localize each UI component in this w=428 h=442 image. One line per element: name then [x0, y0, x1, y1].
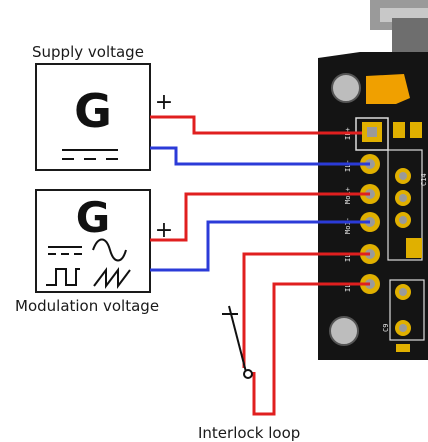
silkscreen-header-box [387, 149, 423, 261]
header-pin-1-hole [399, 172, 407, 180]
modulation-generator: G + [35, 189, 173, 293]
pin-label-4: Mo1- [344, 217, 352, 234]
pin-square-center [367, 127, 377, 137]
header-pin-5-hole [399, 324, 407, 332]
supply-negative-wire [150, 146, 370, 166]
mounting-hole-bottom [329, 316, 359, 346]
header-pin-3-hole [399, 216, 407, 224]
sawtooth-wave-icon [93, 267, 131, 289]
interlock-loop-label: Interlock loop [198, 424, 301, 442]
dc-icon [62, 149, 118, 160]
supply-plus-sign: + [155, 90, 173, 115]
board-label-c9: C9 [382, 324, 390, 332]
smd-pad-1 [393, 122, 405, 138]
pcb-board: IL+ IL- Mo1+ Mo1- IL IL C9 C14 [318, 0, 428, 360]
dc-icon [48, 246, 82, 255]
pin-label-3: Mo1+ [344, 187, 352, 204]
wires [150, 115, 370, 416]
modulation-negative-wire [150, 220, 370, 272]
header-pin-4-hole [399, 288, 407, 296]
modulation-generator-symbol: G [76, 193, 110, 242]
square-wave-icon [46, 268, 80, 286]
header-pin-2-hole [399, 194, 407, 202]
supply-voltage-label: Supply voltage [32, 43, 144, 61]
interlock-wire-upper [242, 252, 370, 368]
pin-label-2: IL- [344, 159, 352, 172]
ac-icon [92, 238, 127, 262]
supply-generator-symbol: G [74, 84, 112, 138]
pin-label-6: IL [344, 284, 352, 292]
smd-pad-3 [406, 238, 422, 258]
smd-pad-4 [396, 344, 410, 352]
modulation-positive-wire [150, 192, 370, 242]
board-labels: C9 C14 [382, 173, 428, 332]
silkscreen-lower-box [389, 279, 425, 341]
modulation-plus-sign: + [155, 218, 173, 243]
pin-label-5: IL [344, 254, 352, 262]
pin-column-right [393, 122, 422, 352]
modulation-voltage-label: Modulation voltage [15, 297, 160, 315]
smd-pad-2 [410, 122, 422, 138]
orange-connector [366, 74, 410, 104]
board-label-c14: C14 [420, 173, 428, 186]
mounting-hole-top [331, 73, 361, 103]
switch-icon [222, 305, 253, 379]
supply-positive-wire [150, 115, 362, 135]
interlock-wire-lower [252, 282, 370, 416]
